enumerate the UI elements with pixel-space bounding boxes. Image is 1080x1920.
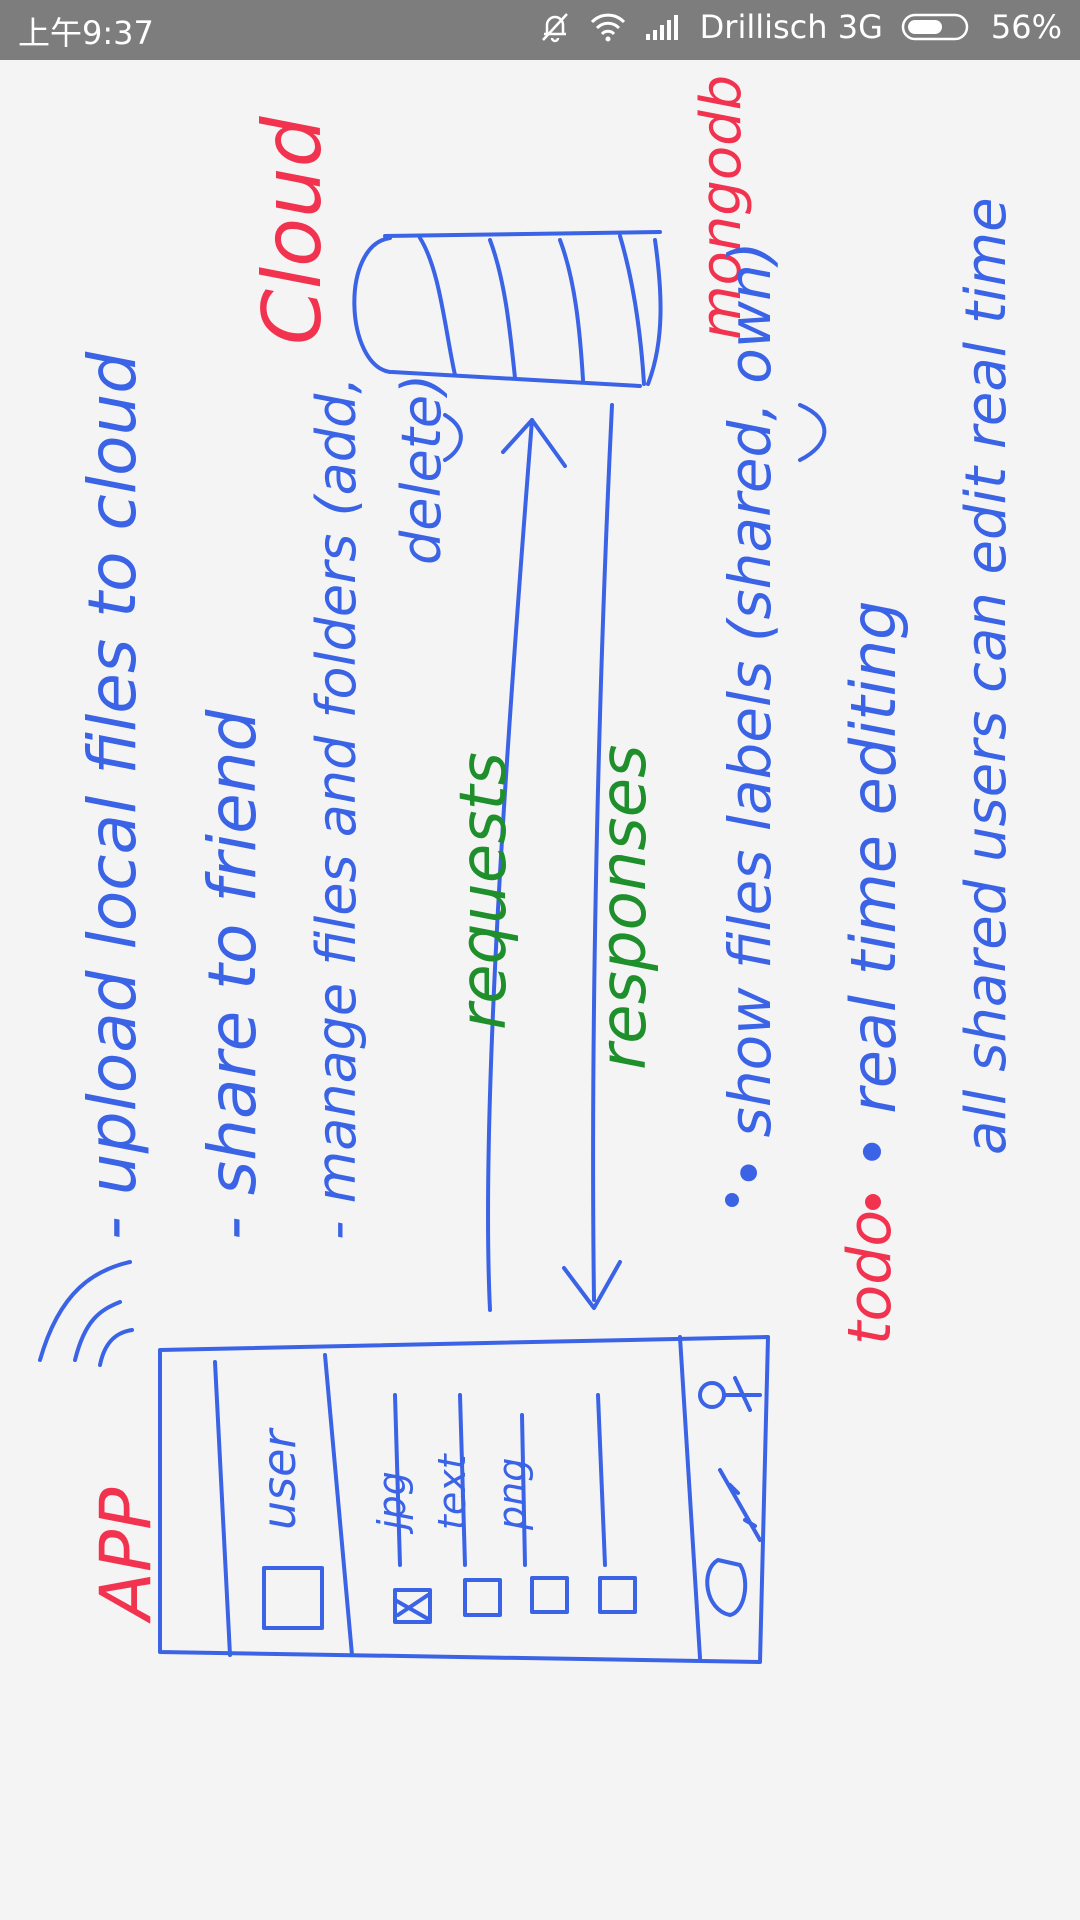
signal-icon [645,15,678,40]
sketch-drawing: APP user jpg text png Cloud mongodb requ… [38,75,1019,1664]
wifi-icon [590,13,625,42]
app-file-jpg: jpg [370,1471,414,1535]
feature-manage: - manage files and folders (add, [305,377,368,1240]
todo-label: todo [835,1210,905,1345]
todo-bullet-dot [865,1194,881,1210]
cloud-label: Cloud [246,115,339,345]
app-file-text: text [430,1452,474,1530]
responses-arrow [562,403,622,1310]
todo-realtime: • real time editing [837,600,910,1170]
wireless-arcs [38,1260,134,1367]
battery-icon [901,13,969,41]
app-user-label: user [252,1427,306,1530]
cloud-tab-icon [705,1558,748,1617]
status-bar: 上午9:37 Drillisch 3G 56% [0,0,1080,60]
feature-manage-cont: delete) [390,374,453,565]
database-cylinder-icon [352,230,663,388]
requests-arrow [486,418,567,1312]
app-label: APP [85,1487,167,1624]
app-file-png: png [490,1458,534,1531]
app-phone-sketch [158,1335,770,1664]
todo-show-labels: • show files labels (shared, own) [716,241,784,1190]
feature-share: - share to friend [194,708,271,1240]
status-time: 上午9:37 [18,14,154,52]
requests-label: requests [447,752,521,1030]
carrier-name: Drillisch 3G [699,8,883,46]
share-tab-icon [718,1468,762,1542]
battery-percent: 56% [990,8,1062,46]
responses-label: responses [587,745,661,1070]
todo-shared-edit: all shared users can edit real time [954,197,1019,1155]
bullet-dot [725,1193,739,1207]
status-icons: Drillisch 3G 56% [538,8,1062,46]
db-label: mongodb [689,75,754,340]
feature-upload: - upload local files to cloud [74,351,151,1240]
mute-bell-icon [541,13,568,43]
user-tab-icon [698,1381,726,1409]
